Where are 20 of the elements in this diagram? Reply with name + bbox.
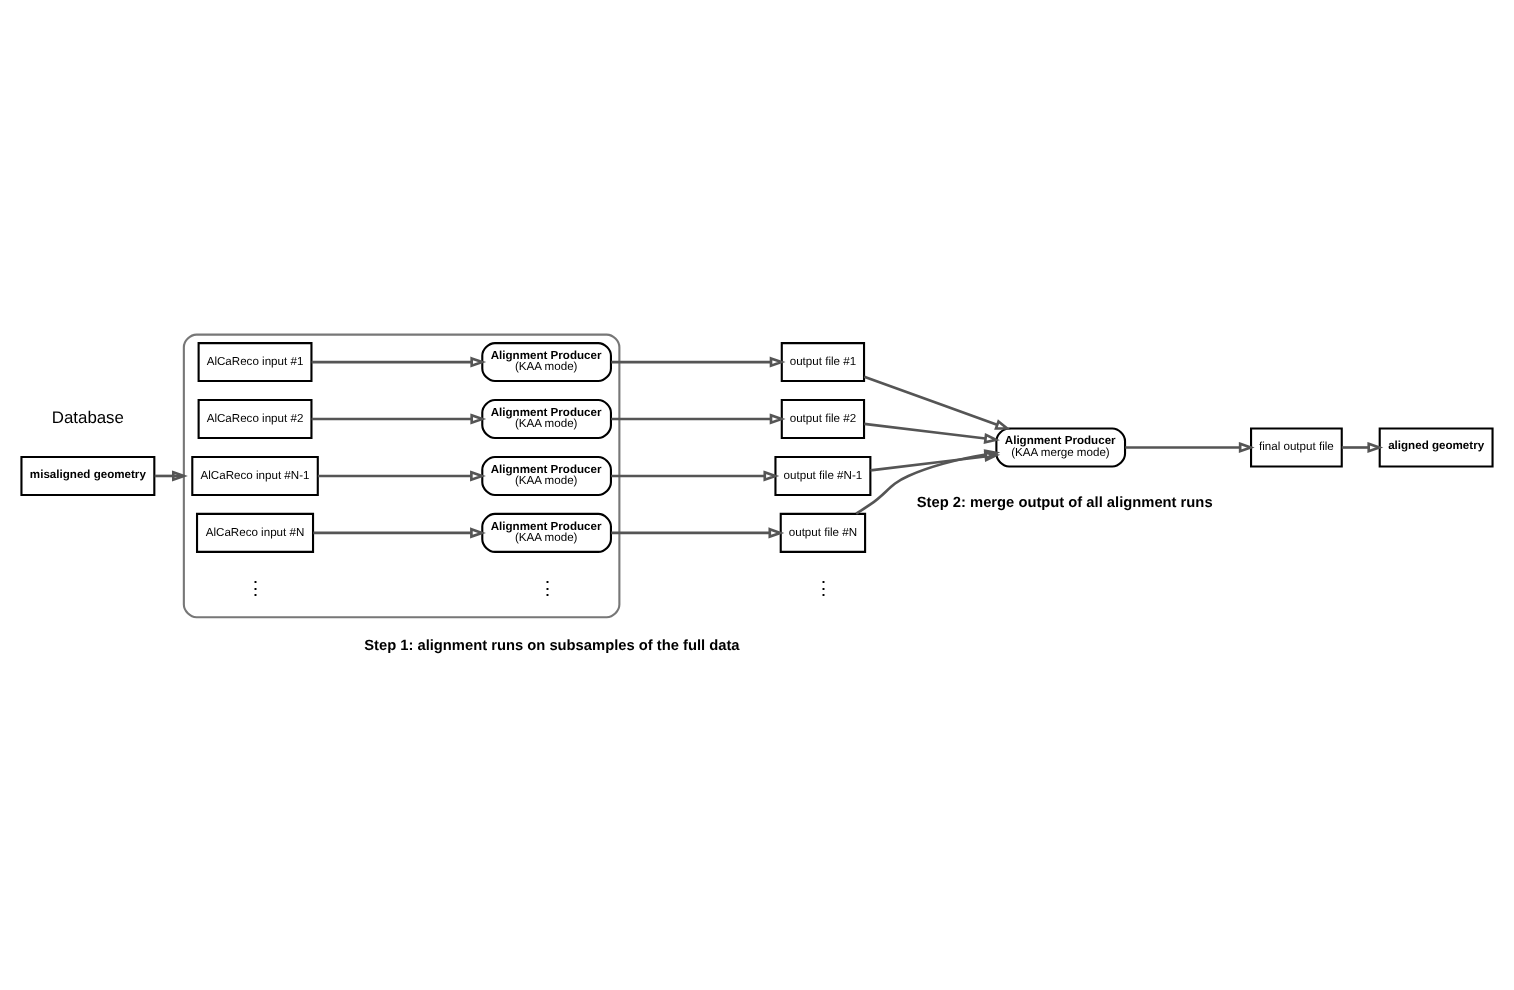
label: ⋮ — [537, 577, 556, 600]
arrow — [317, 469, 486, 481]
arrow — [154, 469, 188, 481]
arrow — [855, 448, 1001, 514]
arrow — [1125, 440, 1255, 453]
label: Database — [51, 406, 124, 427]
arrow — [611, 412, 786, 424]
label: ⋮ — [246, 577, 265, 600]
arrow — [1341, 440, 1384, 453]
arrow — [863, 374, 1011, 429]
arrow — [311, 355, 487, 367]
arrow — [611, 526, 785, 538]
arrow — [311, 412, 487, 424]
arrow — [864, 421, 1000, 443]
cluster — [182, 332, 621, 618]
arrow — [611, 469, 780, 481]
arrow — [313, 526, 486, 538]
arrow — [870, 450, 1001, 471]
label: ⋮ — [813, 577, 832, 600]
arrow — [611, 355, 786, 367]
